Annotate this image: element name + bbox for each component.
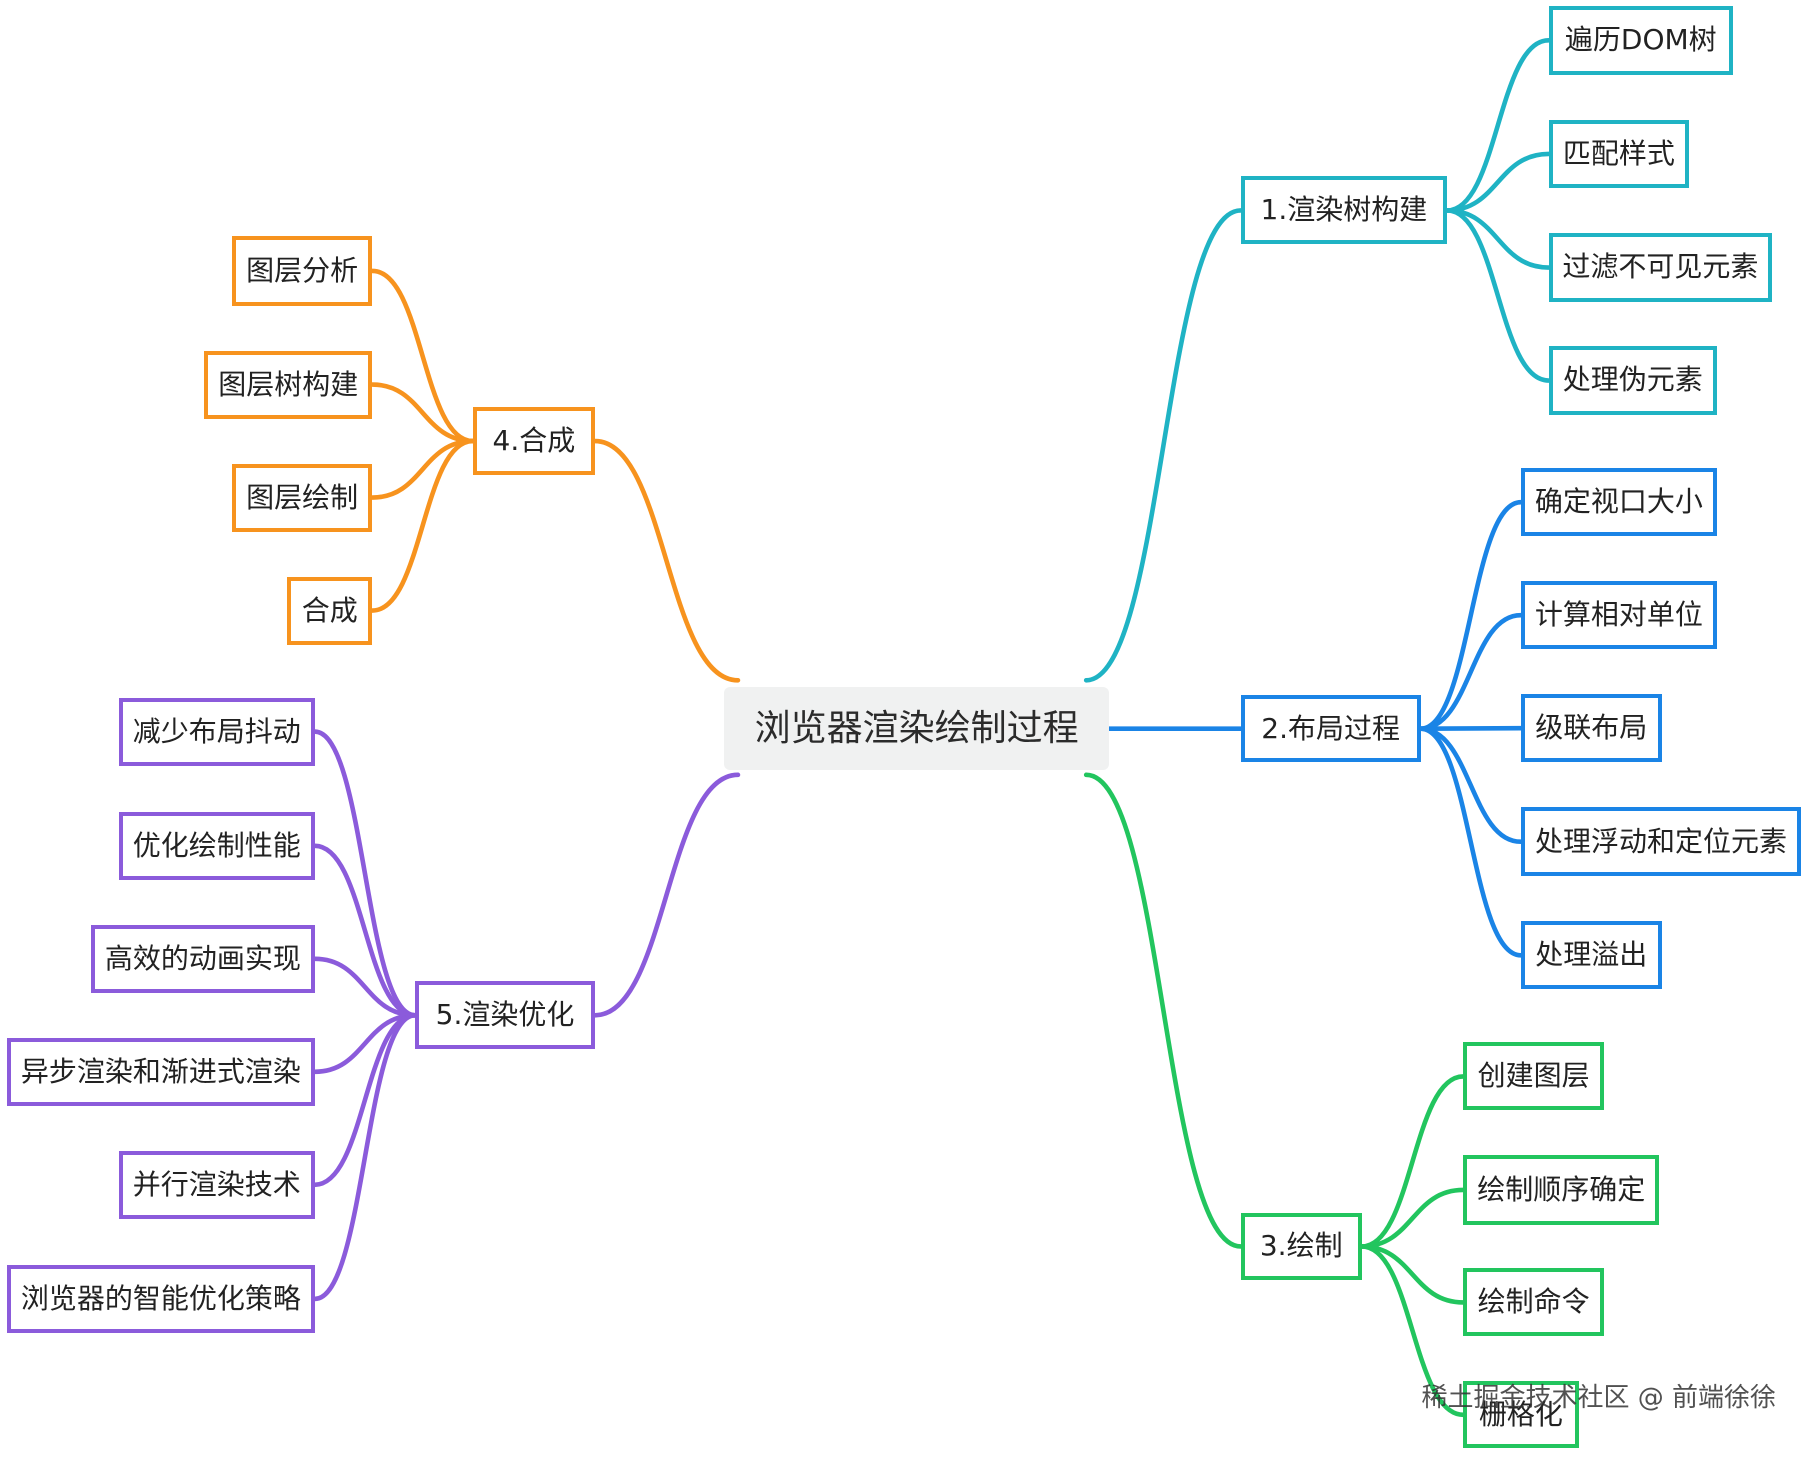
branch-label: 3.绘制 — [1259, 1229, 1343, 1263]
branch-label: 2.布局过程 — [1261, 711, 1400, 745]
leaf-label: 图层分析 — [246, 253, 359, 287]
connector-root-branch — [1083, 208, 1243, 683]
leaf-node[interactable]: 并行渲染技术 — [118, 1150, 315, 1219]
leaf-label: 创建图层 — [1477, 1059, 1590, 1093]
root-topic-label: 浏览器渲染绘制过程 — [754, 707, 1079, 749]
leaf-label: 匹配样式 — [1562, 136, 1675, 170]
leaf-label: 减少布局抖动 — [132, 714, 301, 748]
connector-branch-leaf — [1444, 208, 1551, 270]
leaf-label: 计算相对单位 — [1534, 598, 1703, 632]
connector-branch-leaf — [1359, 1244, 1466, 1305]
connector-branch-leaf — [1359, 1187, 1466, 1249]
leaf-node[interactable]: 优化绘制性能 — [118, 811, 315, 880]
connector-branch-leaf — [370, 438, 476, 613]
connector-branch-leaf — [1444, 208, 1551, 383]
connector-branch-leaf — [312, 729, 418, 1018]
connector-branch-leaf — [1444, 151, 1551, 213]
leaf-label: 绘制顺序确定 — [1477, 1172, 1646, 1206]
leaf-label: 确定视口大小 — [1534, 485, 1703, 519]
connector-branch-leaf — [370, 438, 476, 500]
connector-branch-leaf — [312, 843, 418, 1018]
leaf-node[interactable]: 图层树构建 — [204, 350, 373, 419]
connector-root-branch — [1083, 772, 1243, 1249]
leaf-label: 并行渲染技术 — [132, 1167, 301, 1201]
leaf-node[interactable]: 浏览器的智能优化策略 — [6, 1264, 315, 1333]
connector-branch-leaf — [312, 956, 418, 1018]
leaf-node[interactable]: 创建图层 — [1463, 1042, 1604, 1111]
connector-branch-leaf — [1444, 38, 1551, 213]
leaf-node[interactable]: 异步渲染和渐进式渲染 — [6, 1037, 315, 1106]
leaf-label: 异步渲染和渐进式渲染 — [20, 1054, 301, 1088]
watermark: 稀土掘金技术社区 @ 前端徐徐 — [1421, 1383, 1776, 1413]
leaf-node[interactable]: 高效的动画实现 — [91, 924, 315, 993]
leaf-label: 图层树构建 — [218, 367, 359, 401]
leaf-label: 图层绘制 — [246, 480, 359, 514]
leaf-node[interactable]: 栅格化 — [1463, 1381, 1579, 1449]
leaf-node[interactable]: 图层绘制 — [231, 463, 373, 532]
leaf-node[interactable]: 绘制顺序确定 — [1463, 1155, 1660, 1225]
leaf-label: 处理伪元素 — [1562, 363, 1703, 397]
leaf-label: 遍历DOM树 — [1564, 23, 1717, 57]
leaf-label: 优化绘制性能 — [132, 828, 301, 862]
connector-branch-leaf — [1418, 725, 1524, 732]
branch-label: 4.合成 — [492, 424, 576, 458]
connector-branch-leaf — [370, 382, 476, 444]
connector-root-branch — [592, 438, 741, 683]
connector-branch-leaf — [1359, 1074, 1466, 1249]
leaf-node[interactable]: 处理浮动和定位元素 — [1520, 807, 1802, 877]
connector-branch-leaf — [1418, 726, 1524, 845]
connector-branch-leaf — [312, 1012, 418, 1075]
branch-label: 5.渲染优化 — [435, 998, 575, 1032]
leaf-label: 绘制命令 — [1477, 1285, 1590, 1319]
branch-layout[interactable]: 2.布局过程 — [1240, 695, 1421, 763]
connector-branch-leaf — [1418, 726, 1524, 958]
connector-branch-leaf — [312, 1012, 418, 1302]
leaf-label: 过滤不可见元素 — [1562, 250, 1759, 284]
leaf-node[interactable]: 级联布局 — [1520, 694, 1662, 763]
connector-branch-leaf — [1418, 612, 1524, 732]
branch-composite[interactable]: 4.合成 — [472, 407, 595, 476]
branch-label: 1.渲染树构建 — [1260, 193, 1428, 227]
leaf-node[interactable]: 确定视口大小 — [1520, 468, 1717, 537]
leaf-label: 级联布局 — [1535, 711, 1648, 745]
leaf-node[interactable]: 减少布局抖动 — [118, 697, 315, 766]
leaf-label: 高效的动画实现 — [104, 941, 301, 975]
leaf-node[interactable]: 遍历DOM树 — [1548, 5, 1734, 75]
branch-paint[interactable]: 3.绘制 — [1240, 1213, 1362, 1280]
leaf-node[interactable]: 合成 — [287, 576, 373, 645]
leaf-node[interactable]: 计算相对单位 — [1520, 581, 1717, 650]
leaf-label: 处理溢出 — [1535, 938, 1648, 972]
branch-render-tree[interactable]: 1.渲染树构建 — [1240, 176, 1448, 245]
leaf-label: 浏览器的智能优化策略 — [20, 1281, 301, 1315]
leaf-node[interactable]: 处理溢出 — [1520, 921, 1662, 990]
leaf-node[interactable]: 处理伪元素 — [1548, 345, 1717, 416]
branch-render-optimization[interactable]: 5.渲染优化 — [415, 981, 595, 1050]
connector-branch-leaf — [370, 268, 476, 444]
leaf-node[interactable]: 过滤不可见元素 — [1548, 232, 1773, 303]
connector-branch-leaf — [1418, 499, 1524, 732]
leaf-node[interactable]: 匹配样式 — [1548, 119, 1690, 188]
connector-branch-leaf — [312, 1012, 418, 1188]
leaf-node[interactable]: 图层分析 — [231, 236, 373, 306]
leaf-label: 栅格化 — [1478, 1397, 1563, 1431]
root-topic[interactable]: 浏览器渲染绘制过程 — [724, 687, 1110, 771]
leaf-node[interactable]: 绘制命令 — [1463, 1268, 1604, 1337]
leaf-label: 合成 — [301, 593, 358, 627]
connector-root-branch — [592, 772, 741, 1018]
connector-branch-leaf — [1359, 1244, 1466, 1418]
leaf-label: 处理浮动和定位元素 — [1534, 824, 1787, 858]
